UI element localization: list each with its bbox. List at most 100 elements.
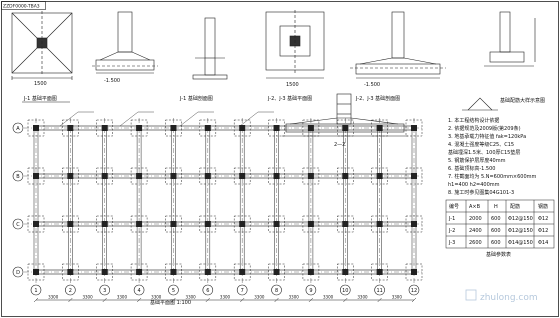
footing-j1-plan-dim: 1500 bbox=[34, 81, 47, 87]
table-header: A×B bbox=[469, 204, 481, 210]
footing-outline bbox=[199, 263, 217, 281]
dimension-tick bbox=[68, 297, 73, 303]
axis-label: D bbox=[16, 270, 20, 276]
dimension-value: 3300 bbox=[82, 295, 93, 300]
footing-outline bbox=[62, 263, 79, 281]
axis-bubble bbox=[374, 284, 385, 296]
footing-outline bbox=[62, 167, 79, 185]
axis-label: 11 bbox=[376, 288, 382, 294]
note-line: 1. 本工程结构设计依据 bbox=[448, 117, 499, 124]
footing-j1-plan bbox=[11, 11, 73, 80]
footing-outline bbox=[199, 167, 217, 185]
axis-bubble bbox=[12, 266, 24, 278]
footing-outline bbox=[199, 119, 217, 137]
footing-outline bbox=[371, 119, 388, 137]
table-cell: Φ14 bbox=[538, 240, 548, 246]
note-line: 2. 依据规范及2009版(第209条) bbox=[448, 125, 521, 132]
footing-outline bbox=[405, 119, 423, 137]
axis-bubble bbox=[12, 218, 24, 230]
svg-text:zhulong.com: zhulong.com bbox=[480, 293, 538, 303]
footing-outline bbox=[302, 167, 320, 185]
column bbox=[67, 221, 74, 227]
axis-label: 9 bbox=[309, 288, 312, 294]
dimension-value: 3300 bbox=[186, 295, 197, 300]
axis-bubble bbox=[339, 284, 351, 296]
dimension-value: 3300 bbox=[392, 295, 403, 300]
table-header: H bbox=[494, 204, 498, 210]
footing-outline bbox=[96, 215, 113, 233]
column bbox=[239, 269, 246, 275]
footing-j2-plan-dim: 1500 bbox=[286, 82, 299, 88]
title-code: ZZDF0000-TBA3 bbox=[3, 4, 40, 10]
footing-j2-plan bbox=[265, 10, 325, 79]
axis-label: 5 bbox=[172, 288, 175, 294]
footing-outline bbox=[233, 119, 251, 137]
axis-bubble bbox=[12, 170, 24, 182]
footing-outline bbox=[337, 167, 354, 185]
footing-outline bbox=[165, 119, 182, 137]
axis-label: B bbox=[16, 174, 20, 180]
footing-table-text: 编号 A×B H 配筋 钢筋 J-1 2000 600 Φ12@150 Φ12 … bbox=[448, 203, 548, 246]
column bbox=[33, 221, 39, 227]
footing-outline bbox=[165, 167, 182, 185]
footing-j2-section-label: J-2、J-3 基础剖面图 bbox=[355, 95, 400, 102]
leader-line bbox=[239, 111, 259, 127]
column bbox=[67, 269, 74, 275]
dimension-value: 3300 bbox=[220, 295, 231, 300]
footing-outline bbox=[62, 119, 79, 137]
footing-j2-section-dim: -1.500 bbox=[364, 82, 380, 88]
dimension-tick bbox=[274, 297, 279, 303]
notes-block: 1. 本工程结构设计依据 2. 依据规范及2009版(第209条) 3. 地基承… bbox=[448, 117, 537, 196]
note-line: h1=400 h2=400mm bbox=[448, 182, 500, 188]
dimension-tick bbox=[343, 297, 348, 303]
axis-label: C bbox=[16, 222, 20, 228]
footing-outline bbox=[371, 263, 388, 281]
footing-table bbox=[445, 199, 555, 249]
column bbox=[342, 173, 349, 179]
column bbox=[136, 125, 143, 131]
column bbox=[376, 269, 383, 275]
footing-outline bbox=[405, 215, 423, 233]
leader-line bbox=[179, 111, 199, 127]
footing-outline bbox=[405, 263, 423, 281]
table-cell: 2400 bbox=[469, 228, 482, 234]
column bbox=[204, 125, 211, 131]
axis-bubble bbox=[65, 284, 76, 296]
column bbox=[67, 173, 74, 179]
column bbox=[101, 221, 108, 227]
leader-line bbox=[119, 111, 139, 127]
column bbox=[411, 269, 417, 275]
column bbox=[239, 173, 246, 179]
table-cell: 600 bbox=[491, 228, 501, 234]
column bbox=[101, 173, 108, 179]
axis-label: 2 bbox=[69, 288, 72, 294]
column bbox=[307, 221, 314, 227]
column bbox=[411, 125, 417, 131]
column bbox=[273, 269, 280, 275]
footing-outline bbox=[96, 263, 113, 281]
footing-outline bbox=[268, 263, 285, 281]
axis-label: 6 bbox=[206, 288, 209, 294]
column bbox=[239, 125, 246, 131]
dimension-tick bbox=[102, 297, 107, 303]
leader-line bbox=[59, 111, 79, 127]
table-cell: Φ12@150 bbox=[508, 216, 533, 222]
table-cell: J-3 bbox=[448, 240, 455, 246]
footing-outline bbox=[302, 215, 320, 233]
column bbox=[273, 125, 280, 131]
table-cell: Φ12 bbox=[538, 228, 548, 234]
column bbox=[136, 269, 143, 275]
footing-outline bbox=[130, 263, 148, 281]
footing-outline bbox=[130, 167, 148, 185]
dimension-value: 3300 bbox=[151, 295, 162, 300]
axis-bubble bbox=[408, 284, 420, 296]
column bbox=[204, 173, 211, 179]
section-2-2-label: 2—2 bbox=[334, 142, 345, 148]
column bbox=[273, 221, 280, 227]
dimension-value: 3300 bbox=[254, 295, 265, 300]
dimension-value: 3300 bbox=[357, 295, 368, 300]
table-cell: Φ14@150 bbox=[508, 240, 533, 246]
footing-outline bbox=[96, 167, 113, 185]
dimension-tick bbox=[411, 297, 417, 303]
column bbox=[204, 221, 211, 227]
